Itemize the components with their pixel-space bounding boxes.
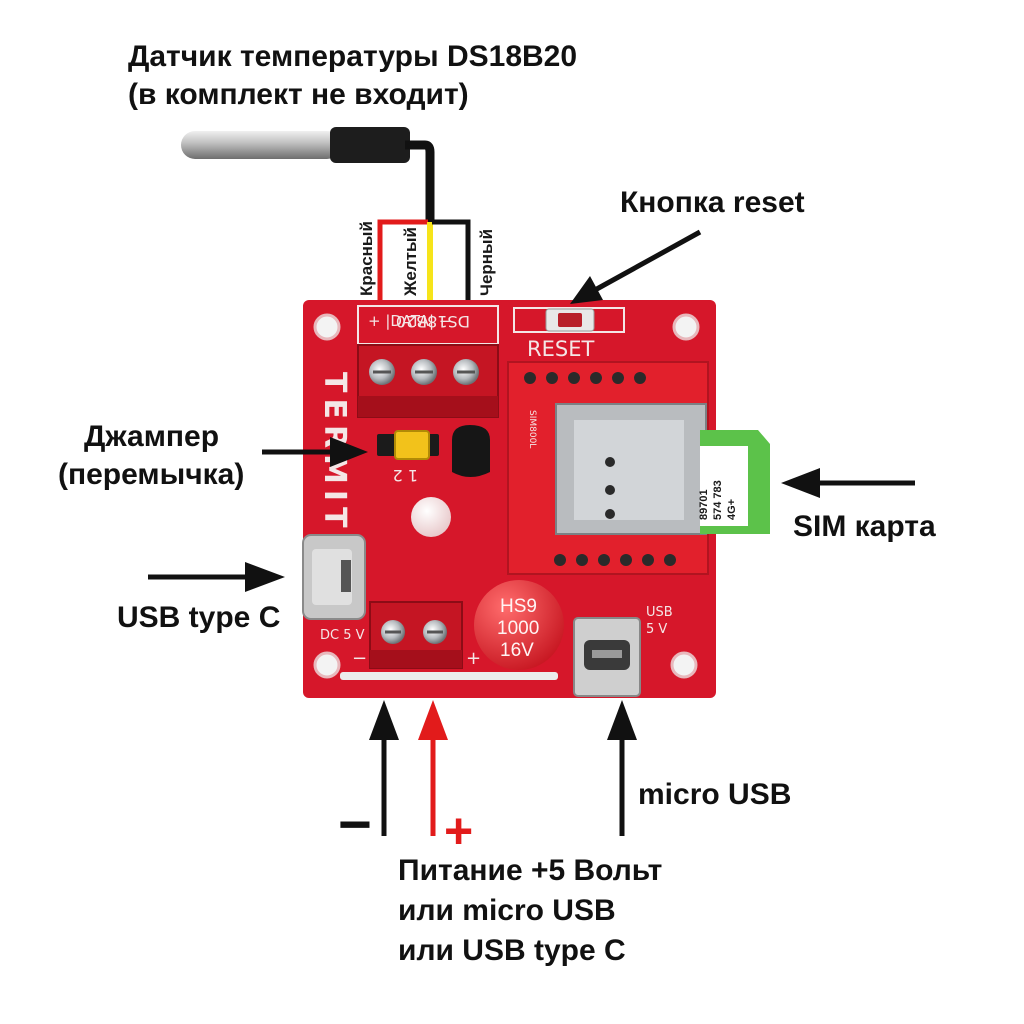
power-label-3: или USB type C <box>398 934 626 967</box>
ds18b20-probe <box>181 127 435 222</box>
arrow-reset <box>570 229 702 304</box>
jumper-label: Джампер <box>84 420 219 453</box>
cap-line1: HS9 <box>500 596 537 617</box>
arrow-jumper <box>262 437 368 467</box>
black-wire <box>432 219 471 330</box>
sim-print-3: 89701 <box>698 489 710 520</box>
probe-heatshrink <box>330 127 410 163</box>
power-label-2: или micro USB <box>398 894 616 927</box>
module-pin-header-bottom <box>554 554 676 566</box>
silk-pins: + |DATA| − <box>368 312 451 330</box>
sim-card-white-area <box>700 446 748 526</box>
reset-label: Кнопка reset <box>620 186 805 219</box>
mount-hole-tl <box>313 313 341 341</box>
micro-usb-port <box>573 617 641 697</box>
arrow-usb-c <box>148 562 285 592</box>
usb-type-c-port <box>302 534 366 620</box>
sim-print-2: 574 783 <box>712 480 724 520</box>
wire-label-yellow: Желтый <box>401 227 420 297</box>
jumper: 1 2 <box>377 430 439 485</box>
probe-steel-tip <box>181 131 341 159</box>
arrow-micro-usb <box>607 700 637 836</box>
module-pin-header-top <box>524 372 646 384</box>
silk-sim-module: SIM800L <box>527 410 537 448</box>
wire-label-red: Красный <box>357 221 376 296</box>
arrow-sim <box>781 468 915 498</box>
silk-ds18b20: DS18B20 <box>396 312 470 331</box>
reset-button[interactable]: RESET <box>513 307 625 361</box>
probe-cable <box>405 140 435 222</box>
type-c-tongue <box>341 560 351 592</box>
reset-button-cap[interactable] <box>558 313 582 327</box>
mount-hole-br <box>670 651 698 679</box>
silk-5v: 5 V <box>646 622 667 637</box>
led <box>411 497 451 537</box>
sim-holder-inner <box>574 420 684 520</box>
sim800l-module: SIM800L <box>507 361 709 575</box>
capacitor-body <box>474 580 564 670</box>
sensor-subtitle: (в комплект не входит) <box>128 78 469 111</box>
micro-usb-tongue <box>592 650 622 658</box>
silk-terminal-plus: + <box>466 648 481 669</box>
power-terminal-block <box>369 601 463 669</box>
terminal-front <box>358 396 498 417</box>
wire-label-black: Черный <box>477 229 496 296</box>
power-label-1: Питание +5 Вольт <box>398 854 662 887</box>
cap-line2: 1000 <box>497 618 539 639</box>
silk-jumper-pins: 1 2 <box>393 466 418 485</box>
jumper-cap <box>394 430 430 460</box>
plus-sign: + <box>444 803 473 859</box>
usb-c-label: USB type C <box>117 601 280 634</box>
micro-usb-label: micro USB <box>638 778 791 811</box>
to92-component <box>452 425 490 477</box>
sim-card: 4G+ 574 783 89701 <box>698 430 770 534</box>
silk-terminal-minus: − <box>352 648 367 669</box>
sensor-title: Датчик температуры DS18B20 <box>128 40 577 73</box>
silk-reset: RESET <box>527 337 594 361</box>
red-wire <box>377 219 428 330</box>
arrow-minus <box>369 700 399 836</box>
pcb-board: DS18B20 + |DATA| − TERMIT 1 2 <box>302 300 770 698</box>
sensor-terminal-block <box>357 344 499 418</box>
silk-usb: USB <box>646 605 673 620</box>
mount-hole-bl <box>313 651 341 679</box>
sim-print-1: 4G+ <box>726 499 738 520</box>
arrow-plus <box>418 700 448 836</box>
minus-sign: − <box>338 792 372 857</box>
mount-hole-tr <box>672 313 700 341</box>
reset-silk-box <box>513 307 625 333</box>
silk-bar <box>340 672 558 680</box>
sim-label: SIM карта <box>793 510 936 543</box>
cap-line3: 16V <box>500 640 534 661</box>
jumper-sublabel: (перемычка) <box>58 458 244 491</box>
silk-dc5v: DC 5 V <box>320 628 365 643</box>
capacitor: HS9 1000 16V <box>474 580 564 670</box>
